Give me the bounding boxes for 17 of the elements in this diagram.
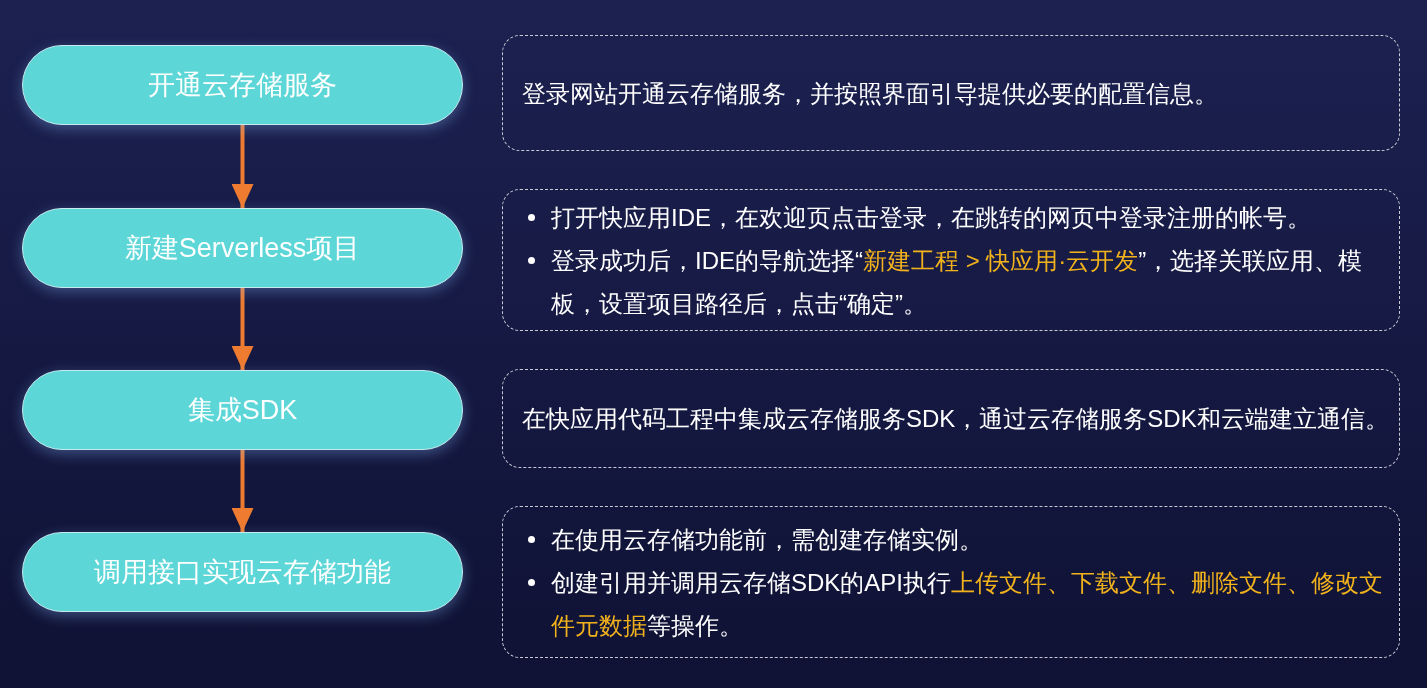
process-box: 调用接口实现云存储功能 bbox=[22, 532, 463, 612]
bullet-text: 打开快应用IDE，在欢迎页点击登录，在跳转的网页中登录注册的帐号。 bbox=[551, 202, 1311, 233]
bullet-text: 登录成功后，IDE的导航选择“新建工程 > 快应用·云开发”，选择关联应用、模板，设置项目路径后，点击“确定”。 bbox=[551, 245, 1364, 319]
dashed-box bbox=[502, 369, 1400, 468]
dashed-box bbox=[502, 506, 1400, 658]
dashed-box bbox=[502, 35, 1400, 151]
arrow bbox=[231, 288, 254, 370]
arrow bbox=[231, 450, 254, 532]
process-box: 集成SDK bbox=[22, 370, 463, 450]
description-text: 在快应用代码工程中集成云存储服务SDK，通过云存储服务SDK和云端建立通信。 bbox=[522, 404, 1389, 434]
bullet-text: 在使用云存储功能前，需创建存储实例。 bbox=[551, 524, 983, 555]
arrow bbox=[231, 125, 254, 208]
bullet-text: 创建引用并调用云存储SDK的API执行上传文件、下载文件、删除文件、修改文件元数据等操作。 bbox=[551, 567, 1385, 641]
description-text: 登录网站开通云存储服务，并按照界面引导提供必要的配置信息。 bbox=[522, 78, 1219, 109]
dashed-box bbox=[502, 189, 1400, 331]
process-box: 开通云存储服务 bbox=[22, 45, 463, 125]
process-box: 新建Serverless项目 bbox=[22, 208, 463, 288]
